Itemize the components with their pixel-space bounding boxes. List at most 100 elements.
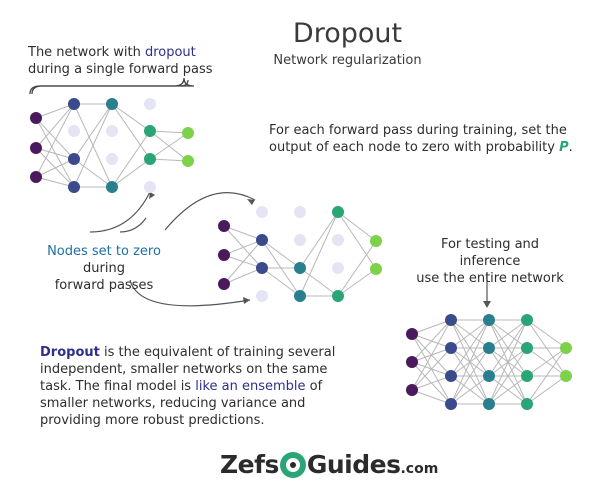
full-network-edge bbox=[411, 319, 452, 363]
full-network-node bbox=[406, 384, 418, 396]
full-network-node bbox=[445, 370, 457, 382]
dropout-network-1-edge bbox=[35, 103, 75, 119]
dropout-network-2-edge bbox=[261, 267, 301, 297]
dropout-network-2-dropped-node bbox=[294, 206, 306, 218]
dropout-network-1-edge bbox=[111, 158, 151, 188]
dropout-network-2-edge bbox=[223, 267, 263, 285]
dropout-network-2-edge bbox=[337, 211, 377, 242]
dropout-network-2-node bbox=[332, 206, 344, 218]
full-network-edge bbox=[488, 347, 528, 405]
dropout-network-2-edge bbox=[299, 267, 339, 297]
dropout-network-1-edge bbox=[35, 117, 75, 160]
full-network-edge bbox=[450, 319, 490, 349]
dropout-network-1-edge bbox=[149, 132, 189, 160]
full-network-edge bbox=[450, 347, 490, 405]
dropout-network-1-dropped-node bbox=[144, 181, 156, 193]
arrow-from-label-to-net1 bbox=[89, 191, 151, 233]
page-title: Dropout bbox=[292, 18, 403, 49]
full-network-node bbox=[521, 314, 533, 326]
full-network-edge bbox=[488, 319, 528, 349]
dropout-network-1-dropped-node bbox=[106, 125, 118, 137]
dropout-network-1-edge bbox=[73, 103, 113, 160]
arrowhead-1 bbox=[149, 192, 155, 199]
dropout-network-1-edge bbox=[73, 158, 113, 188]
full-network-edge bbox=[411, 347, 452, 391]
dropout-network-1-edge bbox=[111, 103, 151, 160]
full-network-edge bbox=[411, 375, 452, 391]
dropout-network-2-edge bbox=[337, 268, 377, 297]
dropout-network-2-edge bbox=[337, 240, 377, 297]
dropout-network-1-dropped-node bbox=[144, 98, 156, 110]
network-bracket-line bbox=[29, 79, 189, 95]
arrow-to-middle-network-lower bbox=[129, 279, 251, 307]
arrowhead-3 bbox=[243, 297, 250, 304]
dropout-network-2-edge bbox=[299, 211, 339, 297]
dropout-network-1-dropped-node bbox=[106, 153, 118, 165]
full-network-node bbox=[521, 398, 533, 410]
dropout-network-1-node bbox=[106, 181, 118, 193]
logo-left-text: Zefs bbox=[220, 450, 279, 479]
dropout-network-2-node bbox=[218, 220, 230, 232]
full-network-edge bbox=[488, 375, 528, 405]
dropout-network-1-node bbox=[106, 98, 118, 110]
full-network-node bbox=[483, 342, 495, 354]
full-network-node bbox=[445, 314, 457, 326]
dropout-network-2-edge bbox=[223, 239, 263, 285]
dropout-network-1-node bbox=[182, 155, 194, 167]
full-network-node bbox=[560, 370, 572, 382]
dropout-network-1-node bbox=[30, 171, 42, 183]
dropout-network-1-node bbox=[68, 153, 80, 165]
full-network-edge bbox=[526, 347, 567, 377]
dropout-network-1-edge bbox=[149, 130, 189, 134]
dropout-network-2-dropped-node bbox=[294, 234, 306, 246]
dropout-network-1-node bbox=[182, 127, 194, 139]
dropout-network-2-node bbox=[370, 263, 382, 275]
full-network-edge bbox=[411, 389, 452, 405]
dropout-network-2-edge bbox=[337, 211, 377, 270]
dropout-network-2-node bbox=[256, 262, 268, 274]
forward-pass-description: For each forward pass during training, s… bbox=[269, 123, 573, 155]
network-with-dropout-label: The network with dropout during a single… bbox=[28, 45, 213, 77]
arrow-to-middle-network bbox=[164, 192, 256, 231]
logo-tld: .com bbox=[400, 461, 439, 477]
dropout-network-1-edge bbox=[35, 103, 75, 178]
dropout-network-2-edge bbox=[299, 211, 339, 269]
full-network-node bbox=[560, 342, 572, 354]
dropout-network-2-edge bbox=[261, 239, 301, 269]
logo-dog-icon bbox=[279, 452, 306, 478]
network-bracket bbox=[31, 77, 195, 95]
dropout-network-1-node bbox=[144, 125, 156, 137]
dropout-summary: Dropout is the equivalent of training se… bbox=[40, 345, 336, 428]
dropout-network-2-node bbox=[294, 262, 306, 274]
dropout-network-1-edge bbox=[35, 147, 75, 160]
dropout-network-1-node bbox=[68, 181, 80, 193]
full-network-node bbox=[483, 398, 495, 410]
testing-inference-label: For testing and inference use the entire… bbox=[416, 237, 564, 286]
full-network-node bbox=[445, 398, 457, 410]
full-network-edge bbox=[450, 375, 490, 405]
dropout-network-1-edge bbox=[111, 130, 151, 188]
dropout-network-1-dropped-node bbox=[68, 125, 80, 137]
full-network-edge bbox=[411, 319, 452, 335]
dropout-network-2-node bbox=[218, 278, 230, 290]
full-network-node bbox=[406, 328, 418, 340]
dropout-network-1-node bbox=[30, 112, 42, 124]
arrowhead-2 bbox=[247, 199, 255, 205]
dropout-network-2-node bbox=[370, 235, 382, 247]
dropout-network-2-node bbox=[294, 290, 306, 302]
nodes-set-to-zero-label: Nodes set to zero during forward passes bbox=[47, 244, 161, 293]
dropout-network-1-edge bbox=[35, 176, 75, 188]
full-network-node bbox=[521, 370, 533, 382]
dropout-network-1-edge bbox=[35, 103, 75, 149]
full-network-edge bbox=[411, 319, 452, 391]
dropout-network-2-node bbox=[256, 234, 268, 246]
dropout-network-1-edge bbox=[149, 158, 189, 162]
full-network-edge bbox=[526, 375, 567, 405]
full-network-edge bbox=[526, 319, 567, 349]
dropout-network-1-edge bbox=[73, 103, 113, 188]
dropout-network-1-edge bbox=[35, 158, 75, 178]
dropout-network-1-node bbox=[30, 142, 42, 154]
full-network-node bbox=[445, 342, 457, 354]
